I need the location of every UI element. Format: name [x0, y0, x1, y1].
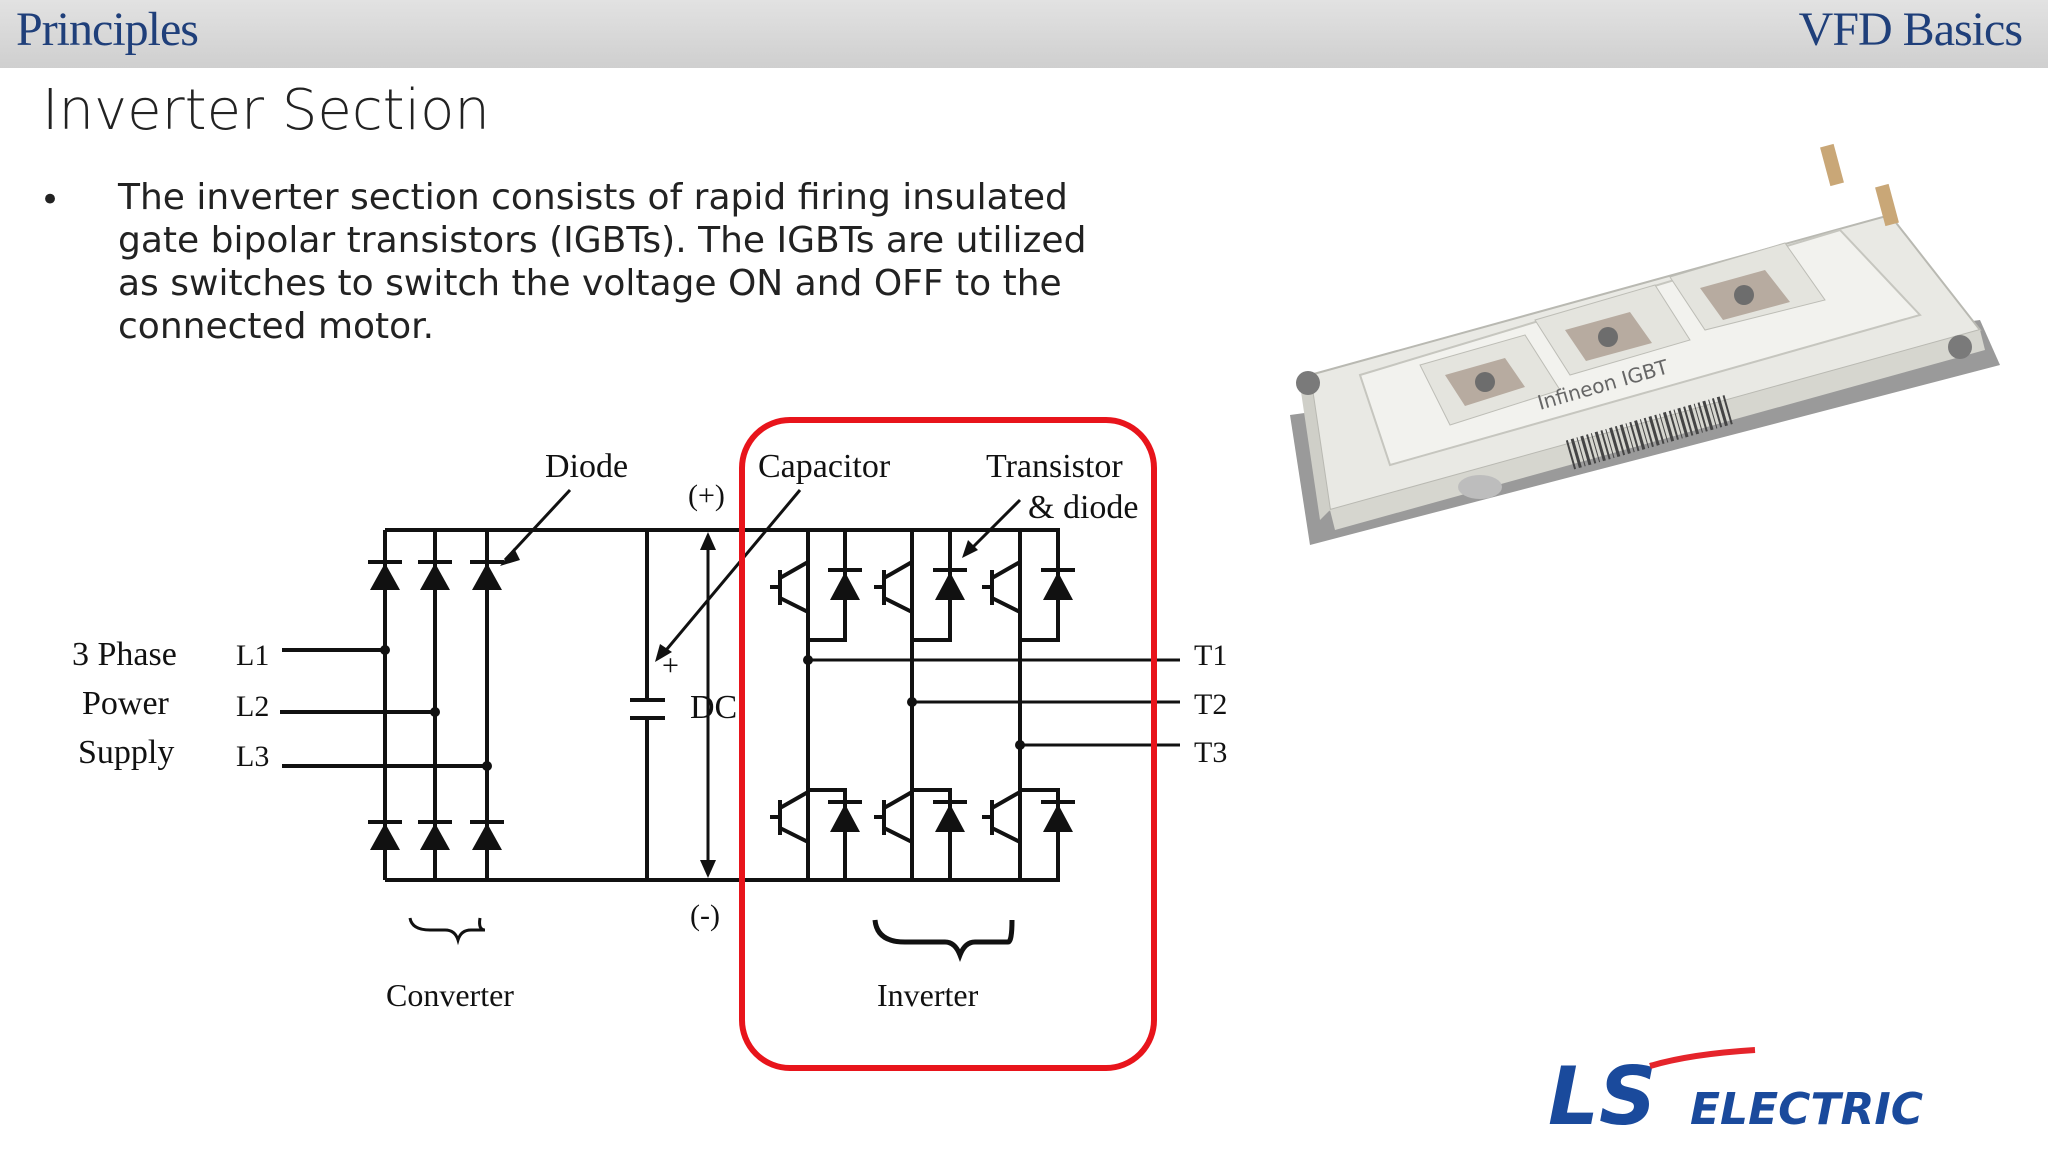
ls-electric-logo: LS ELECTRIC — [1548, 1047, 1923, 1136]
label-and-diode: & diode — [1028, 489, 1138, 526]
label-t2: T2 — [1194, 688, 1227, 721]
label-minus-rail: (-) — [690, 899, 720, 932]
label-supply-3: Supply — [78, 734, 174, 771]
label-dc: DC — [690, 689, 737, 726]
bullet-marker: • — [40, 180, 61, 220]
label-l2: L2 — [236, 690, 269, 723]
label-capacitor-plus: + — [662, 649, 679, 682]
label-capacitor: Capacitor — [758, 448, 891, 485]
label-t1: T1 — [1194, 639, 1227, 672]
label-supply-1: 3 Phase — [72, 636, 177, 673]
bullet-text: The inverter section consists of rapid f… — [118, 177, 1087, 347]
label-converter: Converter — [386, 977, 514, 1013]
section-label-principles: Principles — [16, 3, 199, 56]
label-diode: Diode — [545, 448, 628, 485]
label-l3: L3 — [236, 740, 269, 773]
label-transistor: Transistor — [986, 448, 1123, 485]
label-supply-2: Power — [82, 685, 170, 722]
logo-swoosh — [1649, 1047, 1756, 1069]
label-l1: L1 — [236, 639, 269, 672]
label-inverter: Inverter — [877, 977, 979, 1013]
header-bar — [0, 0, 2048, 68]
slide-title: Inverter Section — [42, 78, 490, 143]
inverter-highlight-box — [739, 417, 1157, 1071]
logo-electric: ELECTRIC — [1690, 1084, 1923, 1135]
igbt-module-photo: Infineon IGBT — [1290, 143, 2000, 545]
section-label-vfd-basics: VFD Basics — [1798, 3, 2023, 56]
label-t3: T3 — [1194, 736, 1227, 769]
logo-ls: LS — [1548, 1050, 1657, 1136]
label-plus-rail: (+) — [688, 479, 725, 512]
